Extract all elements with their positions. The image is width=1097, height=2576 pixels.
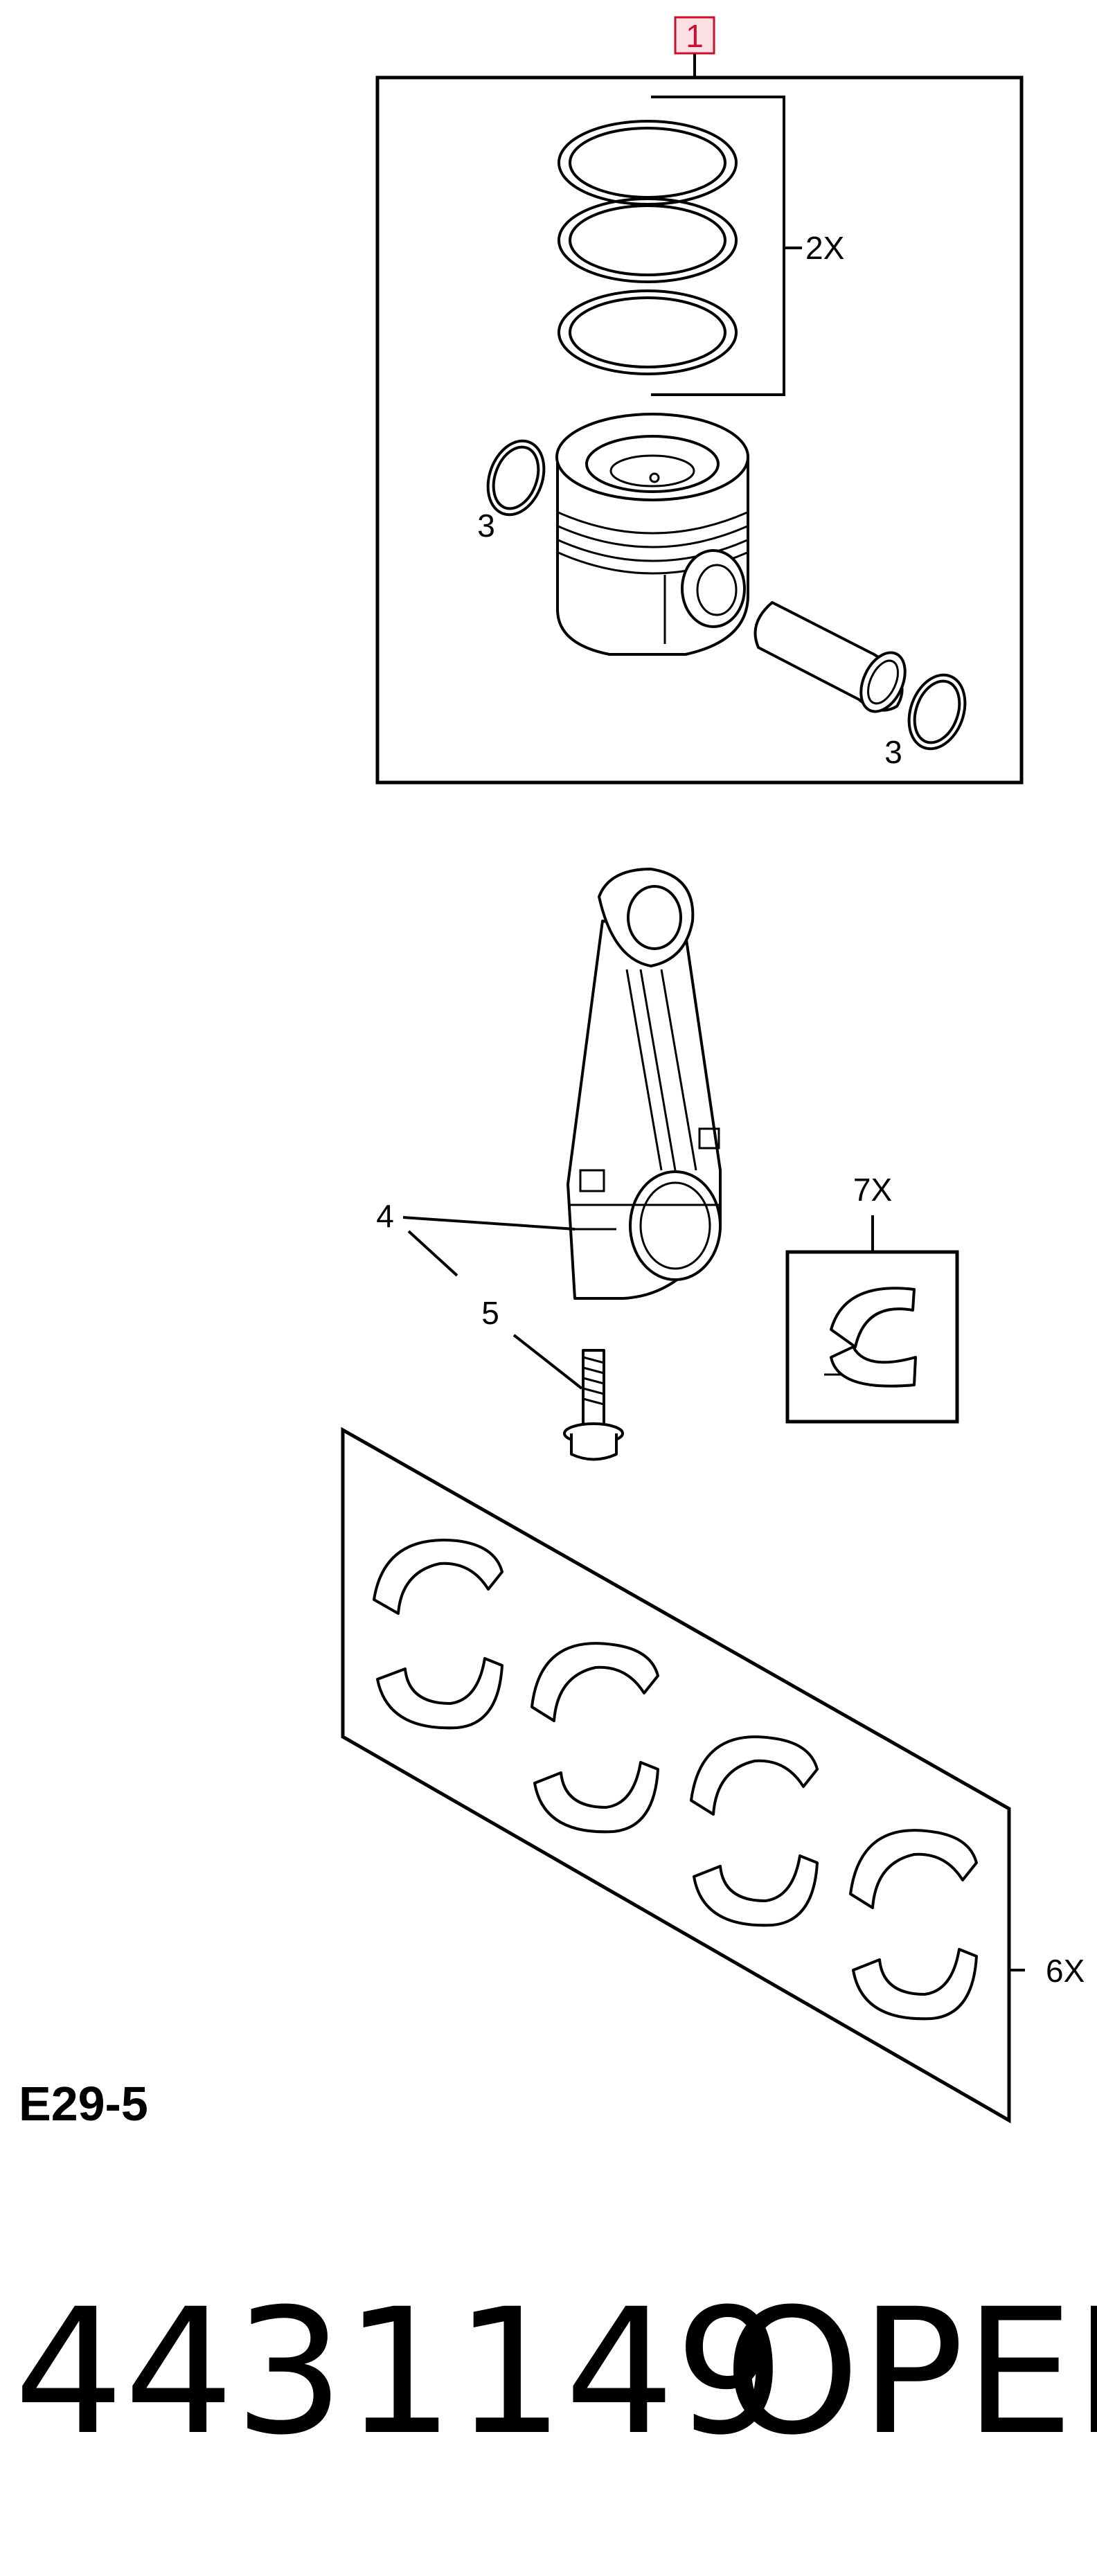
main-bearing-2[interactable] xyxy=(530,1642,659,1834)
main-bearings-frame xyxy=(341,1426,1011,2124)
rod-bearing-frame xyxy=(785,1250,959,1424)
brand-name: OPEL xyxy=(724,2271,1097,2473)
callout-6x-label[interactable]: 6X xyxy=(1046,1953,1085,1989)
callout-1-highlight xyxy=(674,16,715,55)
callout-5-leader xyxy=(512,1334,583,1390)
main-bearing-3[interactable] xyxy=(690,1735,819,1927)
rings-bracket xyxy=(651,96,785,396)
main-bearing-4[interactable] xyxy=(849,1829,978,2021)
main-bearing-1[interactable] xyxy=(373,1539,503,1730)
connecting-rod[interactable] xyxy=(567,868,722,1300)
callout-4-leader-2 xyxy=(407,1230,458,1277)
piston-kit-frame xyxy=(375,75,1024,785)
callout-4-leader xyxy=(402,1216,576,1231)
part-number: 4431149 xyxy=(14,2271,785,2473)
callout-3-left-label[interactable]: 3 xyxy=(477,508,495,544)
diagram-reference-code: E29-5 xyxy=(19,2077,148,2131)
callout-2x-label[interactable]: 2X xyxy=(805,230,844,266)
piston-rings[interactable] xyxy=(558,120,738,375)
callout-3-right-label[interactable]: 3 xyxy=(884,734,902,770)
piston-pin[interactable] xyxy=(753,601,914,719)
callout-4-label[interactable]: 4 xyxy=(376,1198,394,1234)
circlip-right[interactable] xyxy=(899,667,974,756)
callout-7x-label[interactable]: 7X xyxy=(853,1172,892,1208)
callout-1-label: 1 xyxy=(686,18,704,54)
circlip-left[interactable] xyxy=(478,433,553,522)
callout-1[interactable]: 1 xyxy=(674,16,715,78)
callout-5-label[interactable]: 5 xyxy=(481,1295,499,1331)
rod-bearing-shell[interactable] xyxy=(824,1287,917,1388)
rod-bolt[interactable] xyxy=(563,1349,624,1461)
piston[interactable] xyxy=(555,413,749,656)
